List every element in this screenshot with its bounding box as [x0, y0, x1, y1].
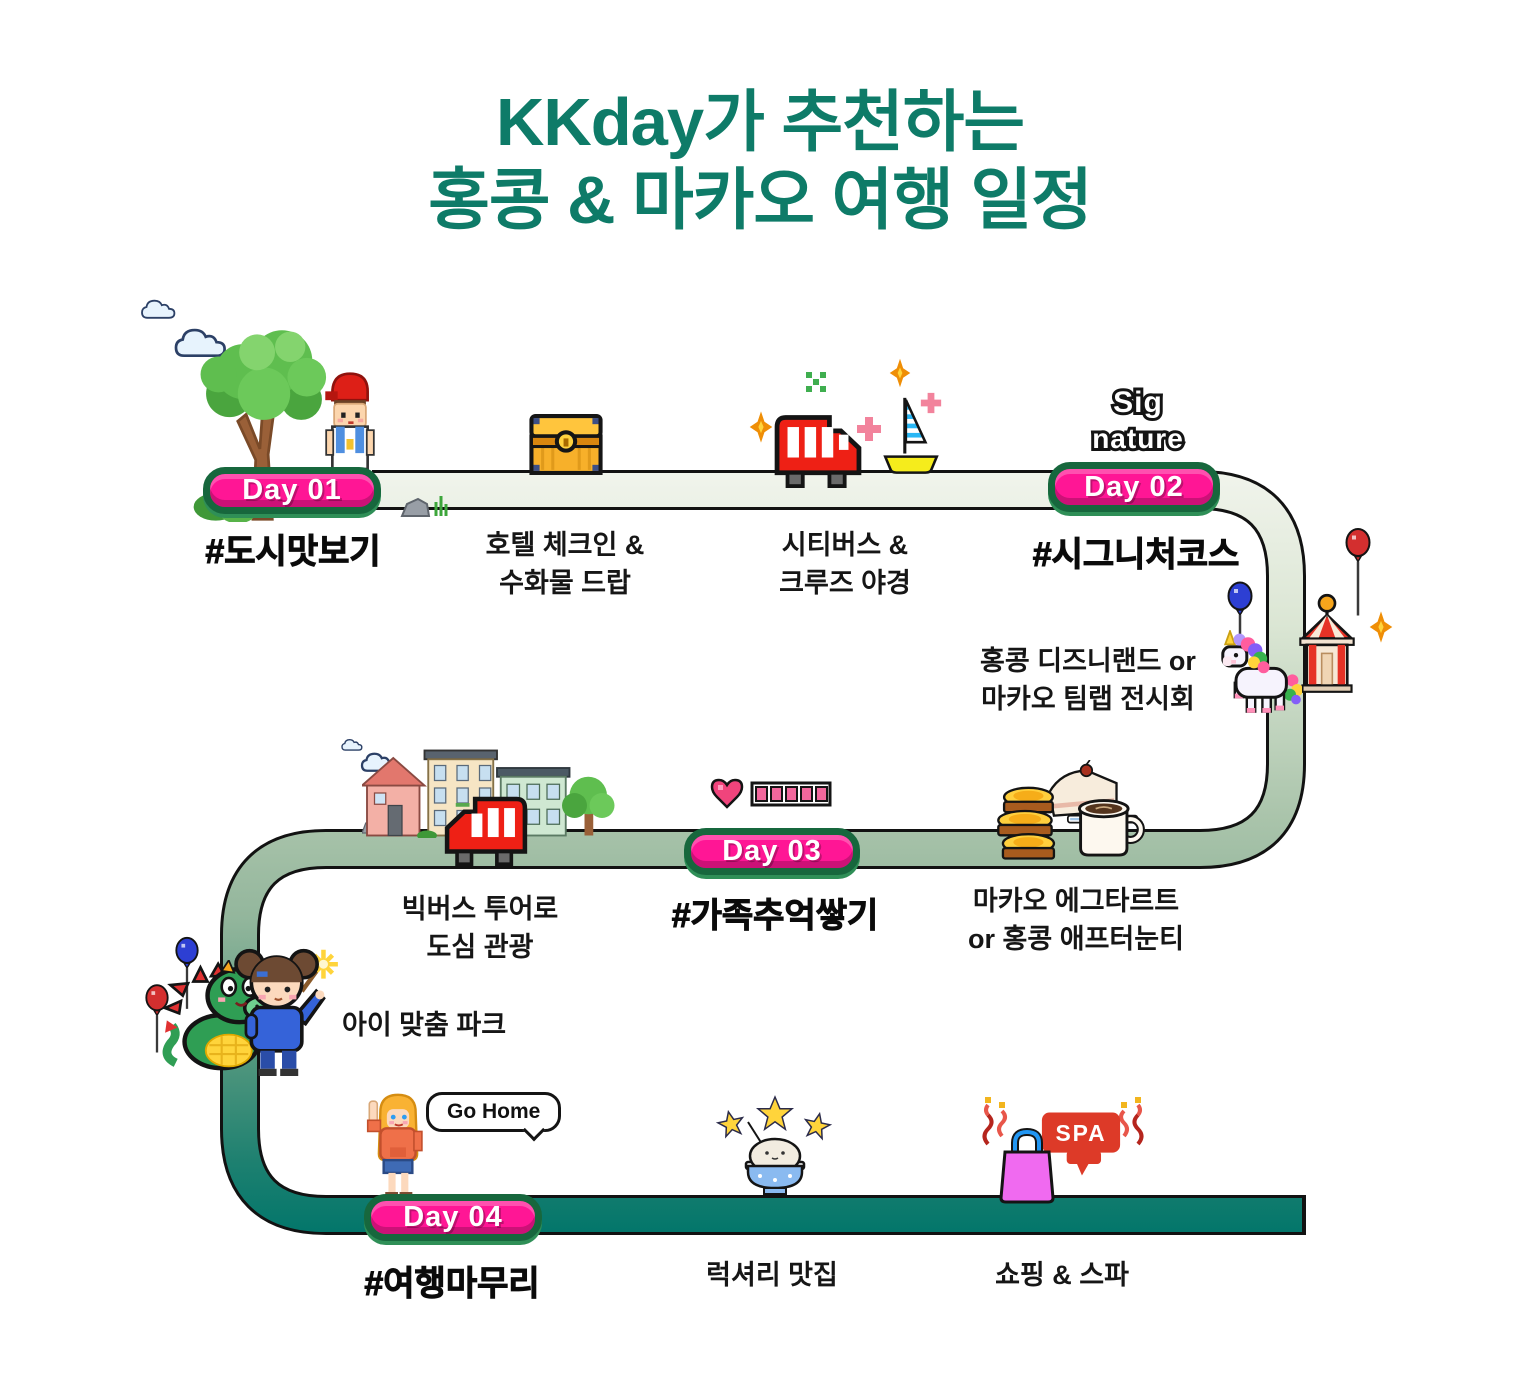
- clouds-icon: [138, 296, 258, 366]
- stop-kids-park-label: 아이 맞춤 파크: [342, 1010, 507, 1040]
- spa-speech-bubble: SPA: [1040, 1108, 1122, 1180]
- day-01-badge: Day 01: [203, 467, 381, 514]
- treasure-chest-icon: [528, 413, 604, 476]
- day-01-hashtag: #도시맛보기: [205, 533, 381, 572]
- sailboat-icon: [878, 396, 944, 476]
- rock-grass-icon: [398, 486, 450, 518]
- day-04-hashtag: #여행마무리: [364, 1265, 540, 1304]
- signature-line1: Sig: [1113, 386, 1163, 419]
- city-bus-icon: [772, 408, 864, 488]
- day-04-label: Day 04: [403, 1201, 503, 1233]
- signature-pixel-text: Sig nature: [1068, 382, 1208, 462]
- carousel-icon: [1295, 592, 1359, 702]
- stop-shopping-spa-label: 쇼핑 & 스파: [995, 1260, 1129, 1290]
- stop-citybus-label: 시티버스 & 크루즈 야경: [779, 530, 911, 599]
- shopping-bag-icon: [996, 1126, 1058, 1204]
- day-04-badge: Day 04: [364, 1194, 542, 1241]
- sparkle-cross-icon: [920, 392, 942, 414]
- sparkle-diamond-icon: [1368, 610, 1394, 644]
- girl-with-sparkler-icon: [226, 948, 338, 1076]
- balloon-red-icon: [144, 980, 170, 1060]
- sparkle-cross-icon: [856, 416, 882, 442]
- coffee-mug: [1077, 799, 1145, 857]
- stars-rice-bowl-icon: [704, 1090, 846, 1202]
- signature-line2: nature: [1092, 423, 1184, 454]
- day-02-hashtag: #시그니처코스: [1032, 536, 1240, 575]
- stop-bigbus-label: 빅버스 투어로 도심 관광: [401, 894, 559, 963]
- stop-luxury-food-label: 럭셔리 맛집: [706, 1260, 838, 1290]
- heart-health-bar-icon: [710, 776, 834, 812]
- day-03-badge: Day 03: [684, 828, 860, 875]
- steam-icon: [1116, 1094, 1148, 1146]
- big-bus-icon: [438, 790, 534, 866]
- spa-label: SPA: [1055, 1120, 1106, 1146]
- steam-icon: [978, 1094, 1010, 1146]
- waving-girl-icon: [366, 1090, 430, 1200]
- egg-tarts-coffee-icon: [993, 760, 1145, 862]
- go-home-label: Go Home: [447, 1100, 541, 1123]
- day-03-label: Day 03: [722, 835, 822, 867]
- balloon-red-icon: [1344, 526, 1372, 621]
- stop-hotel-label: 호텔 체크인 & 수화물 드랍: [485, 530, 645, 599]
- egg-tart: [997, 786, 1056, 860]
- day-02-label: Day 02: [1084, 470, 1184, 503]
- stop-disneyland-label: 홍콩 디즈니랜드 or 마카오 팀랩 전시회: [980, 646, 1196, 715]
- page-title-line1: KKday가 추천하는: [495, 85, 1025, 160]
- day-03-hashtag: #가족추억쌓기: [671, 897, 879, 936]
- day-02-badge: Day 02: [1048, 462, 1220, 512]
- sparkle-diamond-icon: [888, 358, 912, 388]
- stop-eggtart-label: 마카오 에그타르트 or 홍콩 애프터눈티: [968, 886, 1184, 955]
- sparkle-diamond-icon: [748, 410, 774, 444]
- day-01-label: Day 01: [242, 474, 342, 506]
- page-title-line2: 홍콩 & 마카오 여행 일정: [428, 162, 1093, 238]
- go-home-speech-bubble: Go Home: [426, 1092, 562, 1142]
- sparkle-x-icon: [806, 372, 826, 392]
- unicorn-icon: [1218, 630, 1302, 726]
- page-title: KKday가 추천하는 홍콩 & 마카오 여행 일정: [0, 84, 1520, 239]
